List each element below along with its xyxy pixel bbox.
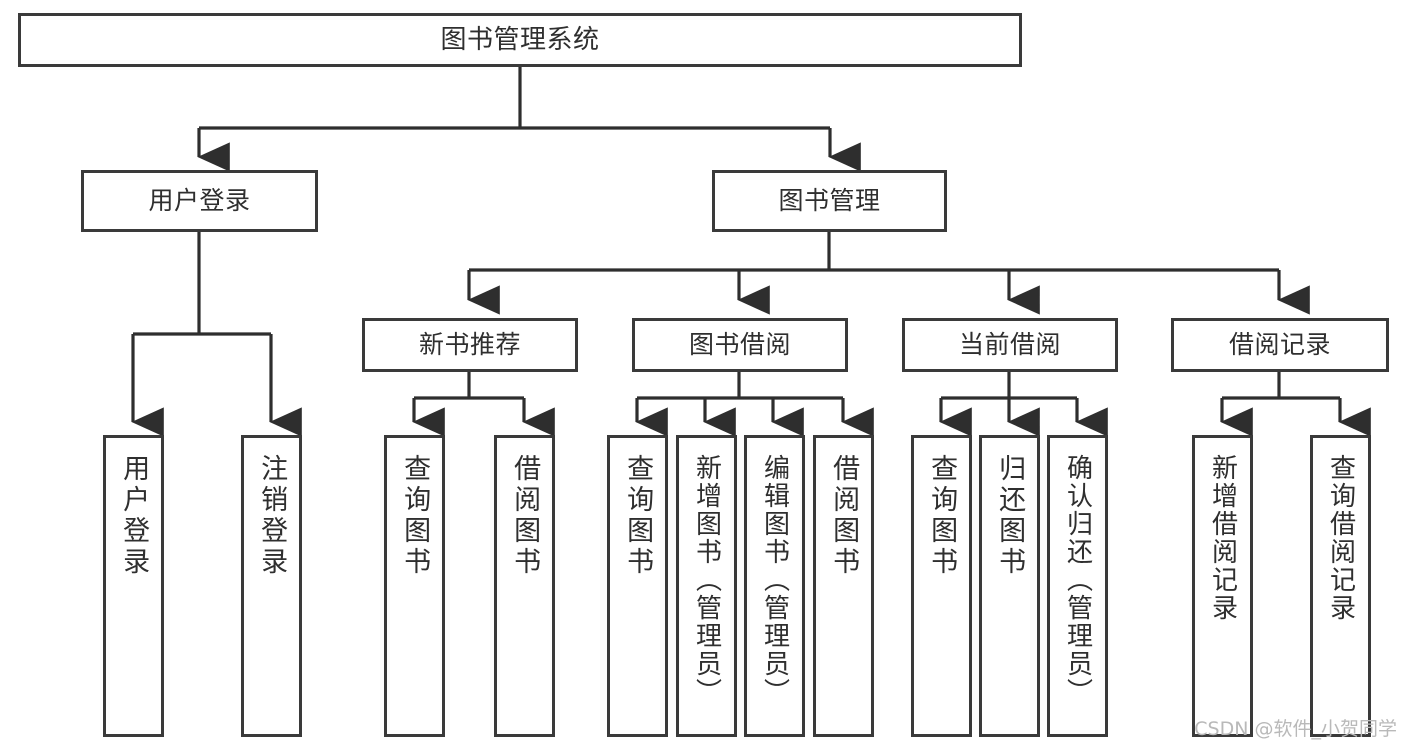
leaf-user-login[interactable]: 用户登录 xyxy=(103,435,164,737)
leaf-logout-login[interactable]: 注销登录 xyxy=(241,435,302,737)
node-label: 查询借阅记录 xyxy=(1325,454,1356,622)
watermark-text: CSDN @软件_小贺同学 xyxy=(1194,718,1397,740)
leaf-confirm-return-admin[interactable]: 确认归还（管理员） xyxy=(1047,435,1108,737)
node-label: 查询图书 xyxy=(399,454,431,578)
node-label: 新增图书（管理员） xyxy=(691,454,722,706)
node-new-book-recommend[interactable]: 新书推荐 xyxy=(362,318,578,372)
node-label: 新书推荐 xyxy=(418,330,521,360)
node-label: 确认归还（管理员） xyxy=(1062,454,1093,706)
node-label: 编辑图书（管理员） xyxy=(759,454,790,706)
node-borrow-record[interactable]: 借阅记录 xyxy=(1171,318,1389,372)
node-label: 图书管理系统 xyxy=(440,24,600,55)
node-book-borrow[interactable]: 图书借阅 xyxy=(632,318,848,372)
leaf-add-book-admin[interactable]: 新增图书（管理员） xyxy=(676,435,737,737)
node-label: 借阅图书 xyxy=(509,454,541,578)
node-label: 借阅记录 xyxy=(1228,330,1331,360)
node-label: 借阅图书 xyxy=(828,454,860,578)
leaf-query-book-current[interactable]: 查询图书 xyxy=(911,435,972,737)
leaf-borrow-book-recommend[interactable]: 借阅图书 xyxy=(494,435,555,737)
node-label: 用户登录 xyxy=(118,454,150,578)
leaf-borrow-book[interactable]: 借阅图书 xyxy=(813,435,874,737)
node-label: 当前借阅 xyxy=(958,330,1061,360)
leaf-add-borrow-record[interactable]: 新增借阅记录 xyxy=(1192,435,1253,737)
leaf-edit-book-admin[interactable]: 编辑图书（管理员） xyxy=(744,435,805,737)
node-label: 图书管理 xyxy=(778,186,881,216)
node-book-management[interactable]: 图书管理 xyxy=(712,170,947,232)
node-label: 查询图书 xyxy=(622,454,654,578)
leaf-query-book-borrow[interactable]: 查询图书 xyxy=(607,435,668,737)
node-label: 查询图书 xyxy=(926,454,958,578)
node-label: 用户登录 xyxy=(148,186,251,216)
node-label: 图书借阅 xyxy=(688,330,791,360)
node-label: 注销登录 xyxy=(256,454,288,578)
node-user-login[interactable]: 用户登录 xyxy=(81,170,318,232)
leaf-query-book-recommend[interactable]: 查询图书 xyxy=(384,435,445,737)
node-current-borrow[interactable]: 当前借阅 xyxy=(902,318,1118,372)
node-label: 归还图书 xyxy=(994,454,1026,578)
node-root-book-management-system[interactable]: 图书管理系统 xyxy=(18,13,1022,67)
leaf-query-borrow-record[interactable]: 查询借阅记录 xyxy=(1310,435,1371,737)
node-label: 新增借阅记录 xyxy=(1207,454,1238,622)
leaf-return-book[interactable]: 归还图书 xyxy=(979,435,1040,737)
